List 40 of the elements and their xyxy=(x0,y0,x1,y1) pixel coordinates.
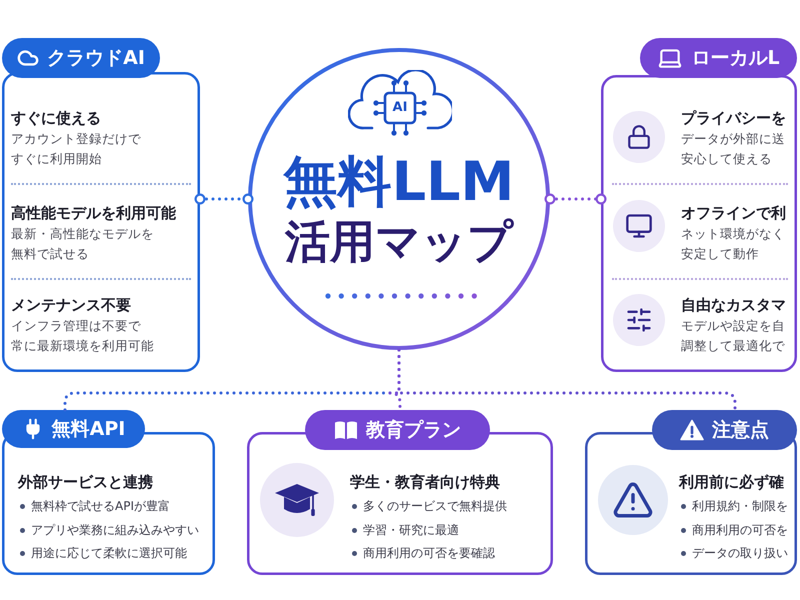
dotted-connector xyxy=(544,194,606,204)
bullet-text: 商用利用の可否を xyxy=(692,522,788,538)
item-heading: 外部サービスと連携 xyxy=(18,472,153,492)
bullet-text: 学習・研究に最適 xyxy=(363,522,459,538)
item-heading: メンテナンス不要 xyxy=(11,295,131,315)
panel-title: 注意点 xyxy=(712,418,769,442)
item-heading: プライバシーを xyxy=(681,108,786,128)
hub-title: 無料LLM xyxy=(282,155,516,209)
item-description: ネット環境がなく安定して動作 xyxy=(681,225,785,263)
item-heading: すぐに使える xyxy=(11,108,101,128)
item-description: 最新・高性能なモデルを無料で試せる xyxy=(11,225,154,263)
bullet-text: 用途に応じて柔軟に選択可能 xyxy=(31,545,187,562)
bullet-text: 利用規約・制限を xyxy=(692,498,788,515)
feature-panel xyxy=(601,38,797,372)
feature-panel xyxy=(585,410,797,575)
item-description: モデルや設定を自調整して最適化で xyxy=(681,317,785,355)
panel-title: ローカルL xyxy=(691,46,780,70)
bullet-text: データの取り扱い xyxy=(692,545,788,562)
feature-panel xyxy=(247,410,553,575)
bullet-text: アプリや業務に組み込みやすい xyxy=(31,522,199,538)
item-heading: オフラインで利 xyxy=(681,203,786,223)
bullet-text: 無料枠で試せるAPIが豊富 xyxy=(31,498,170,515)
item-description: アカウント登録だけですぐに利用開始 xyxy=(11,130,141,168)
item-heading: 自由なカスタマ xyxy=(681,295,786,315)
bullet-text: 多くのサービスで無料提供 xyxy=(363,498,507,515)
item-heading: 学生・教育者向け特典 xyxy=(350,472,500,492)
item-description: インフラ管理は不要で常に最新環境を利用可能 xyxy=(11,317,154,355)
bullet-text: 商用利用の可否を要確認 xyxy=(363,545,495,562)
chip-label: AI xyxy=(392,100,408,116)
item-heading: 高性能モデルを利用可能 xyxy=(11,203,176,223)
panel-title: 無料API xyxy=(52,417,126,441)
feature-panel xyxy=(2,410,215,575)
panel-title: クラウドAI xyxy=(47,46,145,70)
dotted-connector xyxy=(194,194,254,204)
hub-circle xyxy=(248,48,550,350)
item-heading: 利用前に必ず確 xyxy=(679,472,784,492)
hub-subtitle: 活用マップ xyxy=(284,219,515,264)
panel-title: 教育プラン xyxy=(366,418,461,442)
item-description: データが外部に送安心して使える xyxy=(681,130,785,168)
feature-panel xyxy=(2,38,200,372)
